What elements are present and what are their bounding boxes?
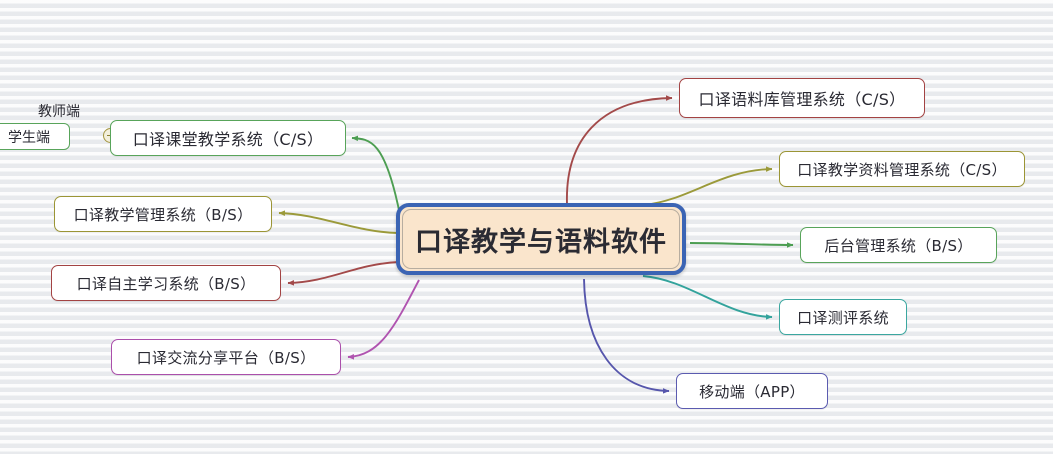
central-node[interactable]: 口译教学与语料软件 (396, 203, 686, 275)
node-mobile-app[interactable]: 移动端（APP） (676, 373, 828, 409)
node-label: 口译自主学习系统（B/S） (76, 274, 256, 293)
node-label: 后台管理系统（B/S） (824, 236, 973, 255)
connector-corpus-management (566, 95, 673, 205)
connector-backend-management (689, 242, 794, 248)
node-label: 口译语料库管理系统（C/S） (698, 90, 906, 109)
connector-material-management (643, 166, 773, 206)
node-backend-management[interactable]: 后台管理系统（B/S） (800, 227, 997, 263)
connector-classroom-teaching (351, 135, 401, 216)
node-corpus-management[interactable]: 口译语料库管理系统（C/S） (679, 78, 925, 118)
node-classroom-teaching[interactable]: 口译课堂教学系统（C/S） (110, 120, 346, 156)
node-teaching-management[interactable]: 口译教学管理系统（B/S） (54, 196, 272, 232)
sub-label-student-node[interactable]: 学生端 (0, 123, 70, 150)
node-label: 口译教学资料管理系统（C/S） (797, 160, 1007, 179)
node-label: 移动端（APP） (699, 382, 805, 401)
node-assessment-system[interactable]: 口译测评系统 (779, 299, 907, 335)
node-material-management[interactable]: 口译教学资料管理系统（C/S） (779, 151, 1025, 187)
sub-label-teacher: 教师端 (38, 104, 80, 120)
node-label: 口译课堂教学系统（C/S） (132, 130, 324, 149)
node-label: 口译测评系统 (797, 308, 889, 327)
node-self-study[interactable]: 口译自主学习系统（B/S） (51, 265, 281, 301)
node-label: 口译教学管理系统（B/S） (73, 205, 253, 224)
sub-label-student-text: 学生端 (8, 129, 50, 146)
connector-mobile-app (583, 278, 670, 394)
node-exchange-platform[interactable]: 口译交流分享平台（B/S） (111, 339, 341, 375)
node-label: 口译交流分享平台（B/S） (136, 348, 316, 367)
connector-self-study (287, 261, 400, 286)
connector-assessment-system (642, 275, 773, 320)
connector-teaching-management (278, 210, 399, 234)
connector-exchange-platform (347, 279, 420, 360)
central-node-label: 口译教学与语料软件 (402, 209, 680, 269)
